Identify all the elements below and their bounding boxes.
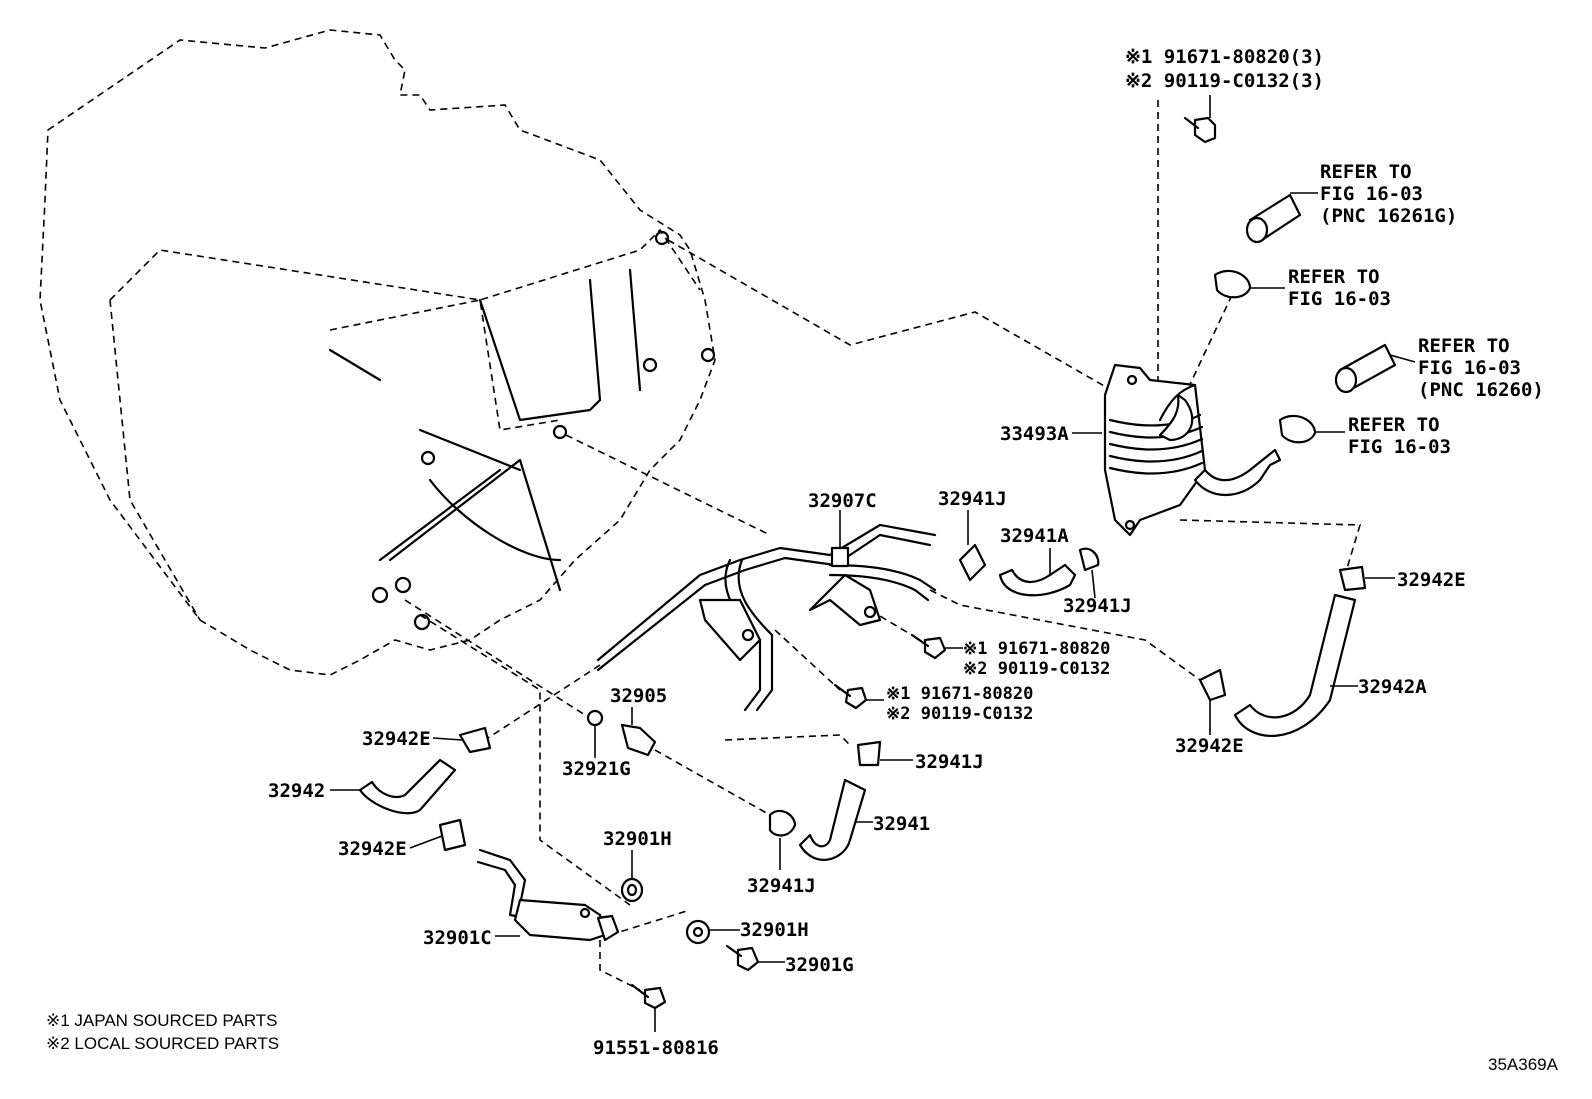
label-32942E-r: 32942E [1397, 569, 1466, 591]
ref3-line3: (PNC 16260) [1418, 379, 1544, 401]
hoses [358, 193, 1397, 861]
relation-lines [404, 100, 1362, 991]
label-32901C: 32901C [423, 927, 492, 949]
mid-bolt-b-line1: ※1 91671-80820 [886, 684, 1033, 704]
clamps [438, 269, 1367, 852]
label-32901H-b: 32901H [740, 919, 809, 941]
ref1-line3: (PNC 16261G) [1320, 205, 1457, 227]
ref1-line1: REFER TO [1320, 161, 1412, 183]
label-32907C: 32907C [808, 490, 877, 512]
label-32941J-d: 32941J [747, 875, 816, 897]
label-32905: 32905 [610, 685, 667, 707]
label-32942: 32942 [268, 780, 325, 802]
note-japan-sourced: ※1 JAPAN SOURCED PARTS [46, 1011, 278, 1030]
leader-lines [330, 95, 1416, 1032]
mid-bolt-a-line2: ※2 90119-C0132 [963, 659, 1110, 679]
label-91551-80816: 91551-80816 [593, 1037, 719, 1059]
label-32901H-a: 32901H [603, 828, 672, 850]
pipe-assembly-32907C [596, 523, 937, 712]
top-bolt-line1: ※1 91671-80820(3) [1125, 46, 1324, 68]
label-32942E-l: 32942E [362, 728, 431, 750]
ref1-line2: FIG 16-03 [1320, 183, 1423, 205]
pipe-32901C [476, 848, 620, 942]
diagram-code: 35A369A [1488, 1055, 1559, 1074]
mid-bolt-b-line2: ※2 90119-C0132 [886, 704, 1033, 724]
label-32941J-c: 32941J [915, 751, 984, 773]
ref3-line2: FIG 16-03 [1418, 357, 1521, 379]
label-32942A: 32942A [1358, 676, 1427, 698]
note-local-sourced: ※2 LOCAL SOURCED PARTS [46, 1034, 279, 1053]
label-32921G: 32921G [562, 758, 631, 780]
ref2-line2: FIG 16-03 [1288, 288, 1391, 310]
labels: ※1 91671-80820(3) ※2 90119-C0132(3) REFE… [46, 46, 1559, 1074]
oil-cooler-33493A [1103, 363, 1282, 537]
ref3-line1: REFER TO [1418, 335, 1510, 357]
mid-bolt-a-line1: ※1 91671-80820 [963, 639, 1110, 659]
ref4-line1: REFER TO [1348, 414, 1440, 436]
label-32941A: 32941A [1000, 525, 1069, 547]
label-33493A: 33493A [1000, 423, 1069, 445]
label-32901G: 32901G [785, 954, 854, 976]
label-32941J-a: 32941J [938, 488, 1007, 510]
transmission-housing [39, 29, 716, 676]
label-32942E-b: 32942E [338, 838, 407, 860]
fasteners [586, 116, 1217, 1010]
ref2-line1: REFER TO [1288, 266, 1380, 288]
ref4-line2: FIG 16-03 [1348, 436, 1451, 458]
label-32941J-b: 32941J [1063, 595, 1132, 617]
top-bolt-line2: ※2 90119-C0132(3) [1125, 70, 1324, 92]
label-32942E-m: 32942E [1175, 735, 1244, 757]
label-32941: 32941 [873, 813, 930, 835]
